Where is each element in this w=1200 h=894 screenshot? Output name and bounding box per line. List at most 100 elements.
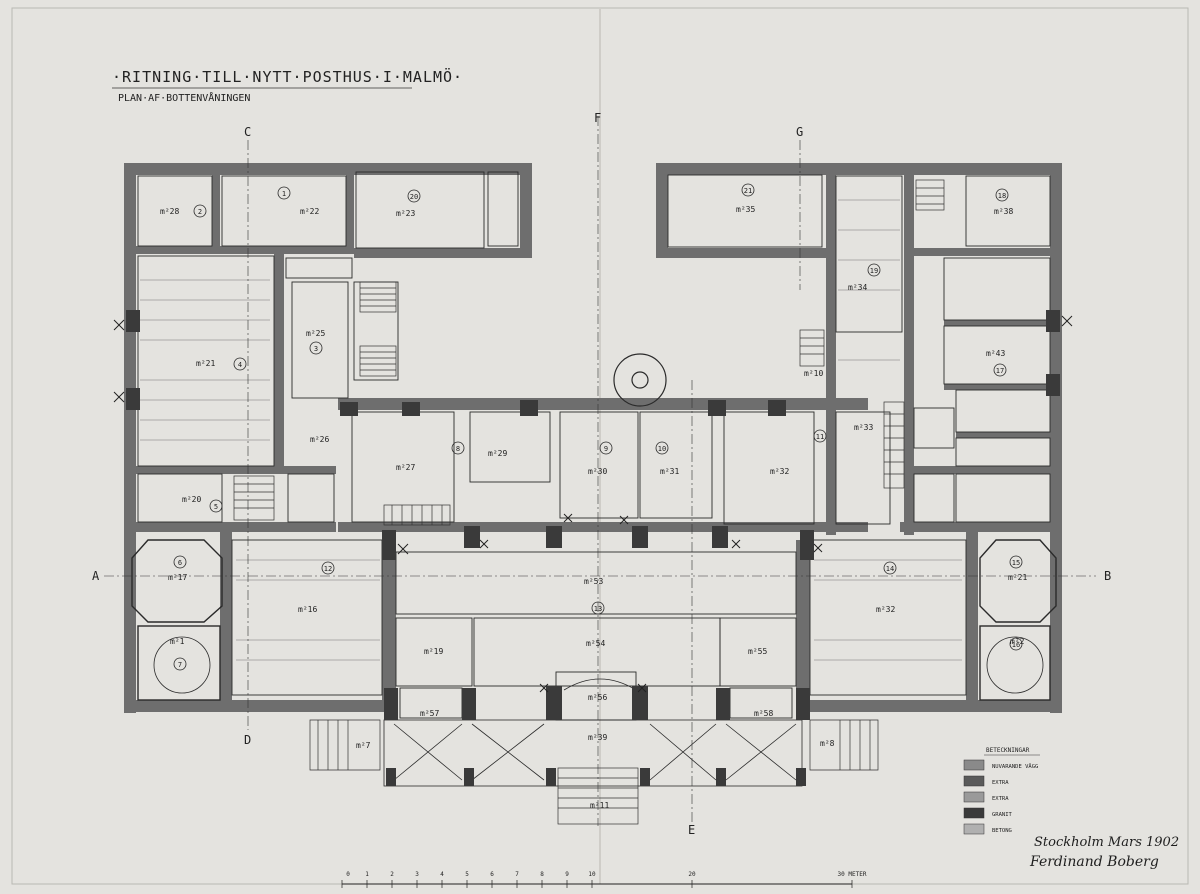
room-label-1: m²22 <box>300 207 319 216</box>
room-label-11: m²32 <box>770 467 789 476</box>
room-58-label: m²58 <box>754 709 773 718</box>
room-num-15: 15 <box>1012 559 1020 567</box>
legend-swatch-4 <box>963 807 985 819</box>
room-num-19: 19 <box>870 267 878 275</box>
room-19-label: m²19 <box>424 647 443 656</box>
room-num-5: 5 <box>214 503 218 511</box>
entrance-portico <box>383 678 803 787</box>
drawing-title: ·RITNING·TILL·NYTT·POSTHUS·I·MALMÖ· <box>112 67 463 86</box>
hall-label: m²53 <box>584 577 603 586</box>
legend-swatch-1 <box>963 759 985 771</box>
room-num-6: 6 <box>178 559 182 567</box>
room-num-1: 1 <box>282 190 286 198</box>
section-mark-b: B <box>1104 569 1111 583</box>
drawing-subtitle: PLAN·AF·BOTTENVÅNINGEN <box>118 91 250 104</box>
signature-place: Stockholm Mars 1902 <box>1034 835 1179 850</box>
room-label-18: m²38 <box>994 207 1013 216</box>
legend-swatch-3 <box>963 791 985 803</box>
room-label-2: m²28 <box>160 207 179 216</box>
scale-tick-3: 3 <box>415 871 419 878</box>
room-27-label: m²27 <box>396 463 415 472</box>
room-label-19: m²34 <box>848 283 867 292</box>
room-57-label: m²57 <box>420 709 439 718</box>
room-label-3: m²25 <box>306 329 325 338</box>
legend-item-5: BETONG <box>992 828 1012 834</box>
scale-bar: 0 1 2 3 4 5 6 7 8 9 10 20 30 METER <box>341 871 867 888</box>
scale-tick-0: 0 <box>346 871 350 878</box>
room-56-label: m²56 <box>588 693 607 702</box>
room-num-20: 20 <box>410 193 418 201</box>
room-numbers: 2 1 3 4 5 6 7 8 9 10 11 12 13 14 15 16 1… <box>178 187 1020 669</box>
scale-tick-7: 7 <box>515 871 519 878</box>
porch-left-label: m²7 <box>356 741 371 750</box>
room-label-8: m²29 <box>488 449 507 458</box>
room-label-10: m²31 <box>660 467 679 476</box>
scale-tick-4: 4 <box>440 871 444 878</box>
scale-tick-9: 9 <box>565 871 569 878</box>
room-label-4: m²21 <box>196 359 215 368</box>
room-num-13: 13 <box>594 605 602 613</box>
room-26-label: m²26 <box>310 435 329 444</box>
building-walls <box>124 163 1062 713</box>
scale-tick-6: 6 <box>490 871 494 878</box>
room-num-11: 11 <box>816 433 824 441</box>
legend-swatch-2 <box>963 775 985 787</box>
scale-tick-8: 8 <box>540 871 544 878</box>
room-num-4: 4 <box>238 361 242 369</box>
room-label-20: m²23 <box>396 209 415 218</box>
spiral-staircase <box>613 353 667 407</box>
portico-columns <box>126 310 1060 786</box>
room-num-14: 14 <box>886 565 894 573</box>
room-num-3: 3 <box>314 345 318 353</box>
entrance-label: m²39 <box>588 733 607 742</box>
section-mark-c: C <box>244 125 251 139</box>
room-num-16: 16 <box>1012 641 1020 649</box>
center-room-label: m²54 <box>586 639 605 648</box>
room-label-17: m²43 <box>986 349 1005 358</box>
room-labels: m²22 m²28 m²25 m²21 m²20 m²17 m²1 m²29 m… <box>160 205 1027 810</box>
legend-item-3: EXTRA <box>992 796 1009 802</box>
scale-tick-1: 1 <box>365 871 369 878</box>
room-num-21: 21 <box>744 187 752 195</box>
signature-name: Ferdinand Boberg <box>1029 854 1159 870</box>
scale-tick-10: 10 <box>588 871 596 878</box>
section-mark-f: F <box>594 111 601 125</box>
corner-towers <box>131 539 1057 701</box>
section-lines <box>104 116 1096 826</box>
legend-item-4: GRANIT <box>992 812 1013 818</box>
room-33-label: m²33 <box>854 423 873 432</box>
section-mark-a: A <box>92 569 100 583</box>
room-num-7: 7 <box>178 661 182 669</box>
legend-title: BETECKNINGAR <box>986 747 1030 754</box>
room-55-label: m²55 <box>748 647 767 656</box>
room-label-15: m²21 <box>1008 573 1027 582</box>
section-mark-d: D <box>244 733 251 747</box>
room-label-16: m²2 <box>1010 637 1025 646</box>
scale-mid: 20 <box>688 871 696 878</box>
room-num-9: 9 <box>604 445 608 453</box>
room-num-2: 2 <box>198 208 202 216</box>
legend-item-2: EXTRA <box>992 780 1009 786</box>
legend-item-1: NUVARANDE VÄGG <box>992 763 1038 770</box>
legend-swatch-5 <box>963 823 985 835</box>
room-number-markers <box>173 183 1023 671</box>
room-num-18: 18 <box>998 192 1006 200</box>
room-label-5: m²20 <box>182 495 201 504</box>
scale-tick-2: 2 <box>390 871 394 878</box>
room-10-label: m²10 <box>804 369 823 378</box>
scale-tick-5: 5 <box>465 871 469 878</box>
section-mark-g: G <box>796 125 803 139</box>
legend: BETECKNINGAR NUVARANDE VÄGG EXTRA EXTRA … <box>963 747 1040 835</box>
room-label-21: m²35 <box>736 205 755 214</box>
staircases <box>233 179 945 825</box>
room-label-14: m²32 <box>876 605 895 614</box>
x-markers <box>113 315 1073 693</box>
room-num-12: 12 <box>324 565 332 573</box>
steps-label: m²11 <box>590 801 609 810</box>
section-mark-e: E <box>688 823 695 837</box>
scale-end: 30 METER <box>838 871 867 878</box>
room-label-12: m²16 <box>298 605 317 614</box>
room-label-6: m²17 <box>168 573 187 582</box>
